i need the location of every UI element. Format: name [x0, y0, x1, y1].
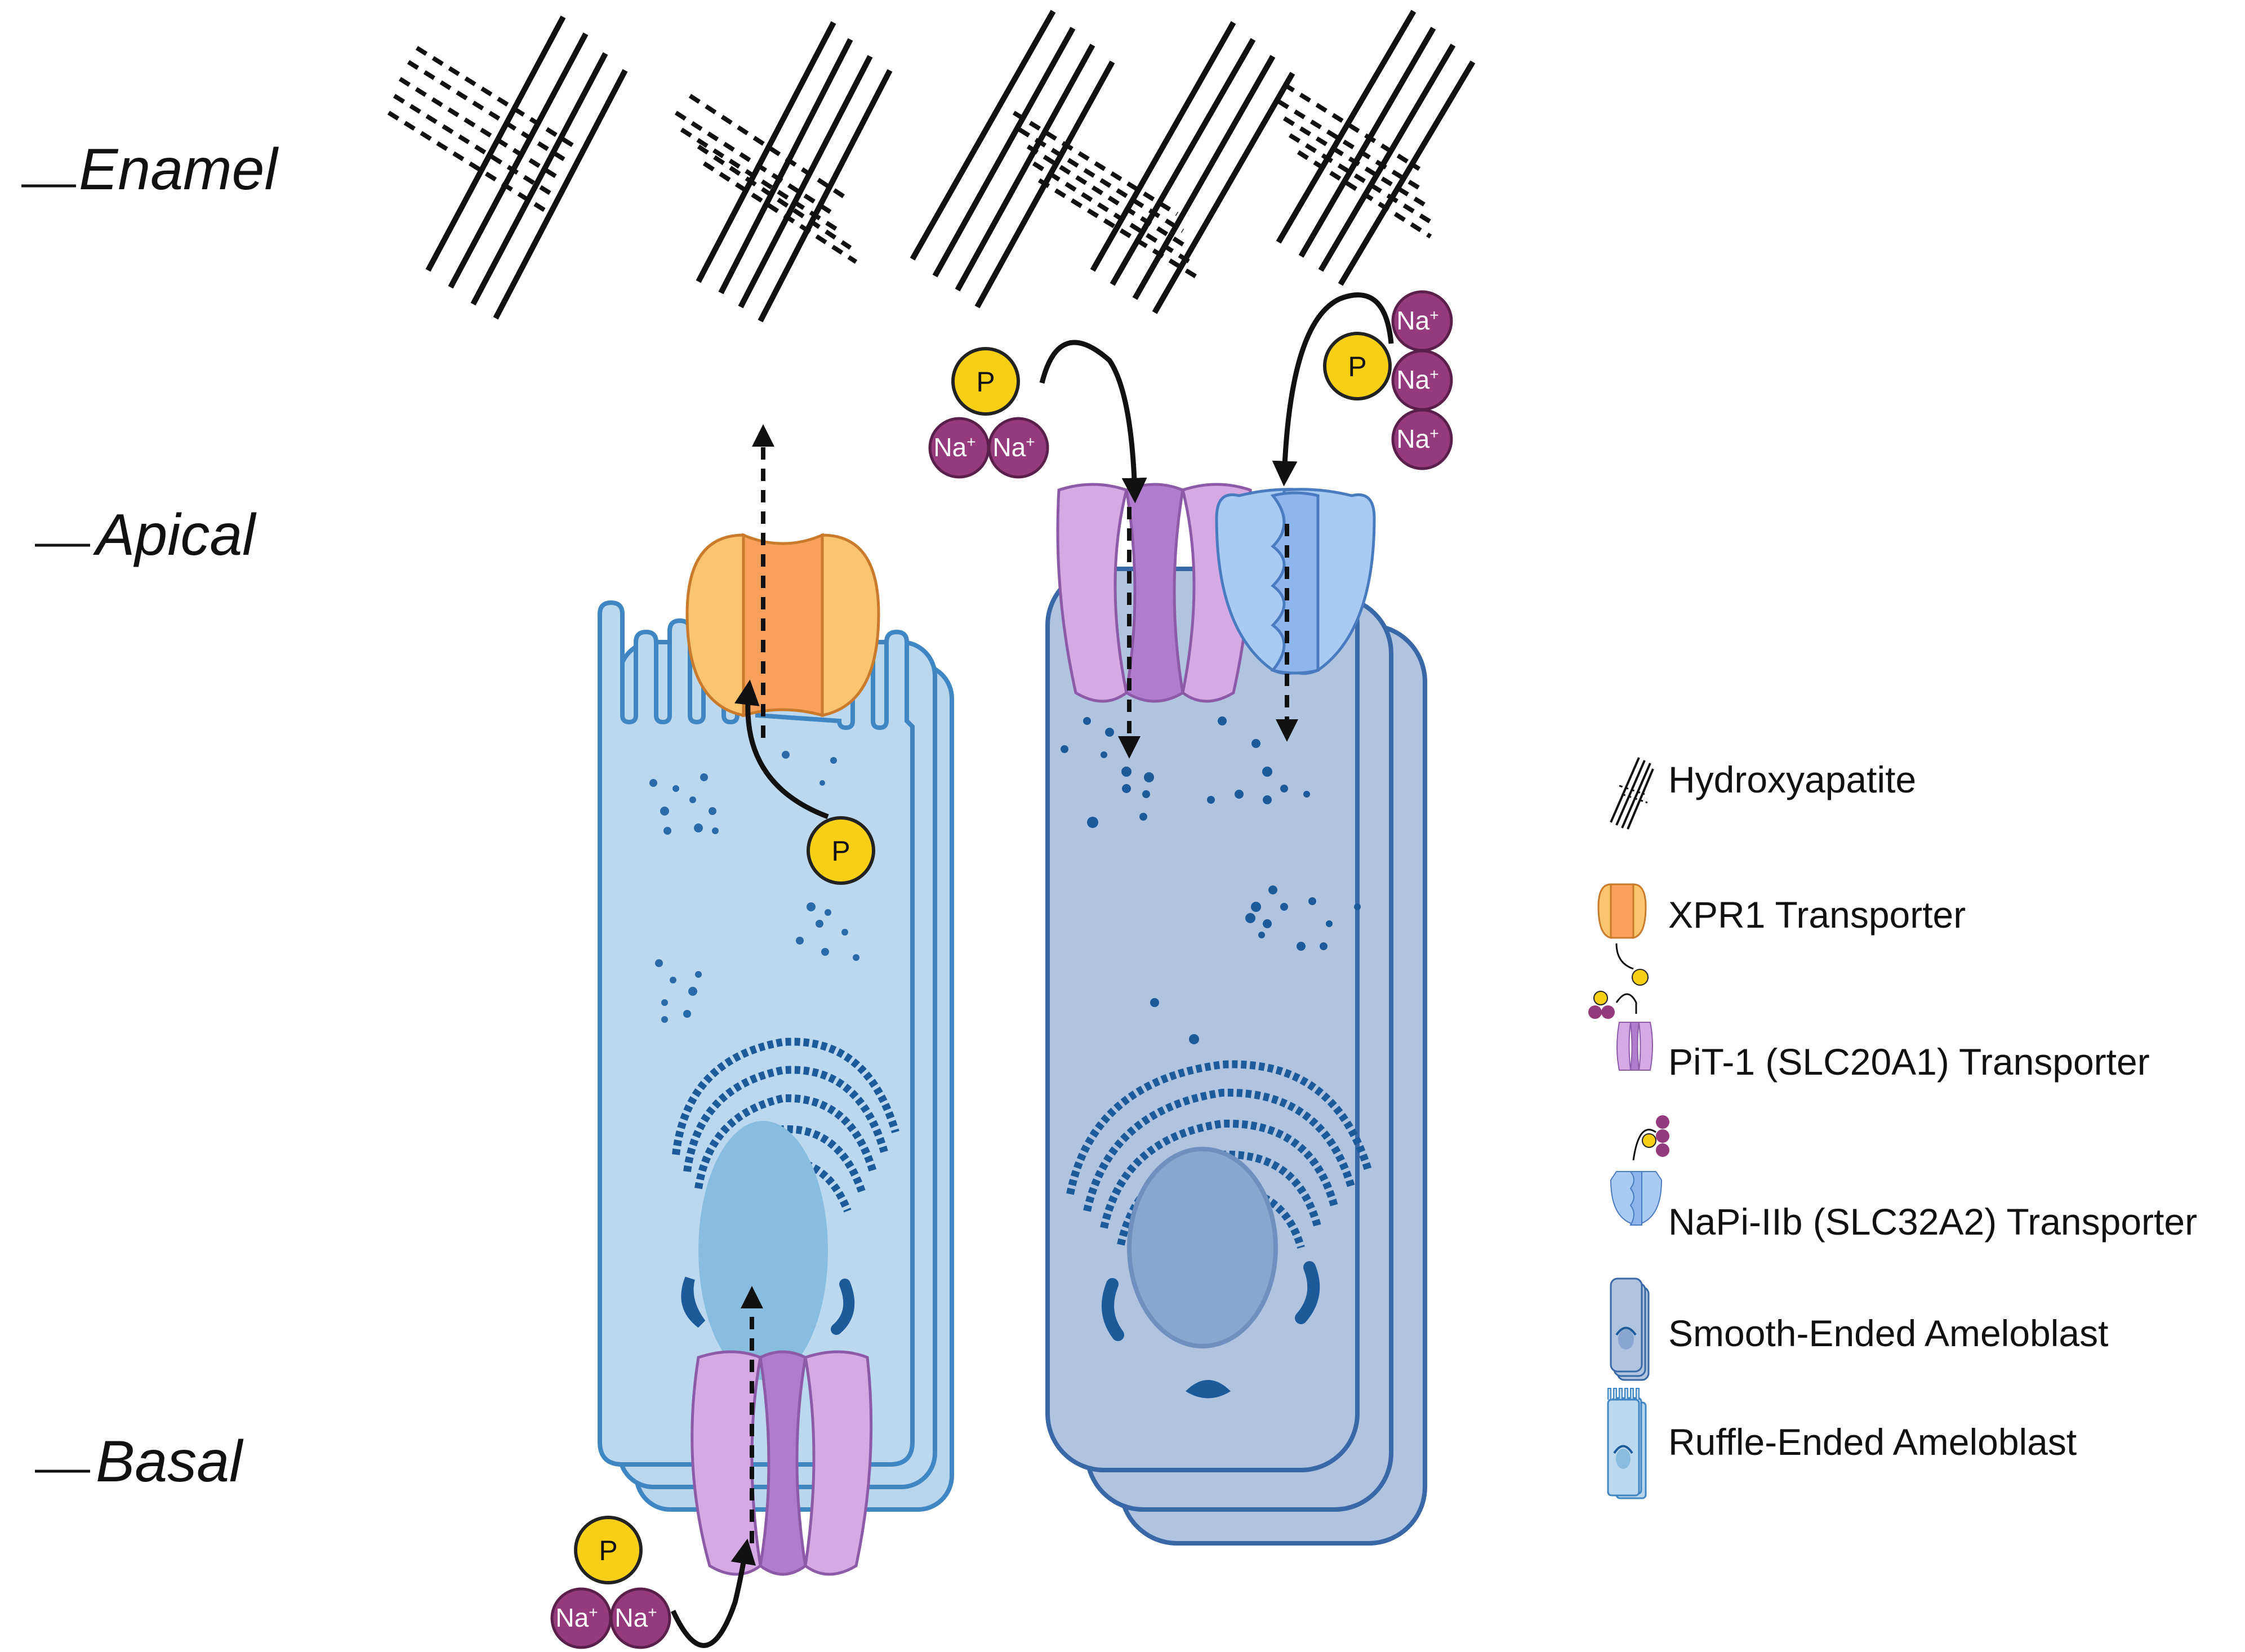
xpr1-transporter-icon [1597, 883, 1649, 986]
pit1-transporter-icon [1588, 991, 1653, 1071]
legend-label-smooth-ended: Smooth-Ended Ameloblast [1668, 1312, 2108, 1354]
sodium-ion: Na+ [928, 417, 990, 479]
sodium-ion: Na+ [1391, 290, 1453, 352]
svg-text:P: P [976, 366, 995, 398]
smooth-ended-ameloblast [1045, 567, 1427, 1546]
legend: Hydroxyapatite XPR1 Transporter PiT-1 (S… [1588, 757, 2197, 1499]
napi-iib-transporter-icon [1610, 1115, 1669, 1226]
nucleus [1127, 1147, 1278, 1348]
region-labels: Enamel Apical Basal [21, 137, 279, 1494]
svg-text:Na+: Na+ [1396, 306, 1438, 335]
sodium-ion: Na+ [1391, 408, 1453, 470]
basal-label: Basal [96, 1429, 244, 1494]
phosphate-ion: P [951, 347, 1020, 416]
sodium-ion: Na+ [609, 1587, 671, 1649]
svg-text:Na+: Na+ [992, 433, 1035, 462]
sodium-ion: Na+ [1391, 349, 1453, 411]
legend-label-hydroxyapatite: Hydroxyapatite [1668, 759, 1916, 800]
hydroxyapatite-crystal [910, 10, 1201, 309]
svg-text:P: P [599, 1535, 617, 1566]
mitochondrion [1295, 1261, 1320, 1324]
pit1-transporter-basal [691, 1350, 873, 1576]
svg-text:P: P [1348, 351, 1366, 382]
pit1-transporter-apical [1056, 483, 1253, 703]
apical-label: Apical [92, 502, 257, 568]
legend-label-ruffle-ended: Ruffle-Ended Ameloblast [1668, 1421, 2077, 1463]
hydroxyapatite-crystals [387, 10, 1476, 323]
hydroxyapatite-crystal [387, 15, 628, 320]
xpr1-transporter [685, 533, 880, 718]
mitochondrion [681, 1276, 706, 1328]
legend-label-pit1: PiT-1 (SLC20A1) Transporter [1668, 1041, 2150, 1083]
legend-label-xpr1: XPR1 Transporter [1668, 894, 1966, 936]
transport-arrows [670, 292, 1394, 1648]
phosphate-ion: P [807, 816, 875, 885]
svg-text:P: P [831, 835, 850, 867]
svg-text:Na+: Na+ [1396, 365, 1438, 394]
vesicles [649, 751, 859, 1023]
mitochondrion [1186, 1380, 1231, 1399]
smooth-ended-ameloblast-icon [1610, 1277, 1650, 1381]
hydroxyapatite-crystal [1276, 10, 1476, 286]
hydroxyapatite-crystal [674, 21, 893, 323]
sodium-ion: Na+ [550, 1587, 612, 1649]
p-na-to-pit1-arrow [1039, 340, 1147, 504]
p-to-xpr1-arrow [734, 679, 829, 820]
svg-text:Na+: Na+ [933, 433, 975, 462]
p-na-to-basal-pit1-arrow [670, 1538, 756, 1648]
mitochondrion [1102, 1278, 1124, 1341]
phosphate-ion: P [1323, 332, 1392, 400]
vesicles [1061, 716, 1361, 1044]
hydroxyapatite-crystal [1090, 21, 1295, 314]
phosphate-ion: P [574, 1516, 643, 1584]
p-na-to-napi-arrow [1272, 292, 1394, 487]
nucleus [698, 1121, 828, 1380]
enamel-label: Enamel [79, 137, 279, 202]
hydroxyapatite-icon [1610, 757, 1654, 830]
ruffle-ended-ameloblast-icon [1607, 1388, 1647, 1499]
svg-text:Na+: Na+ [1396, 424, 1438, 453]
ions: P P Na+ Na+ P Na+ Na+ Na+ [550, 290, 1453, 1649]
mitochondrion [831, 1279, 855, 1335]
svg-text:Na+: Na+ [614, 1603, 657, 1632]
napi-iib-transporter [1215, 488, 1376, 675]
sodium-ion: Na+ [987, 417, 1049, 479]
legend-label-napi-iib: NaPi-IIb (SLC32A2) Transporter [1668, 1201, 2197, 1243]
svg-text:Na+: Na+ [555, 1603, 598, 1632]
